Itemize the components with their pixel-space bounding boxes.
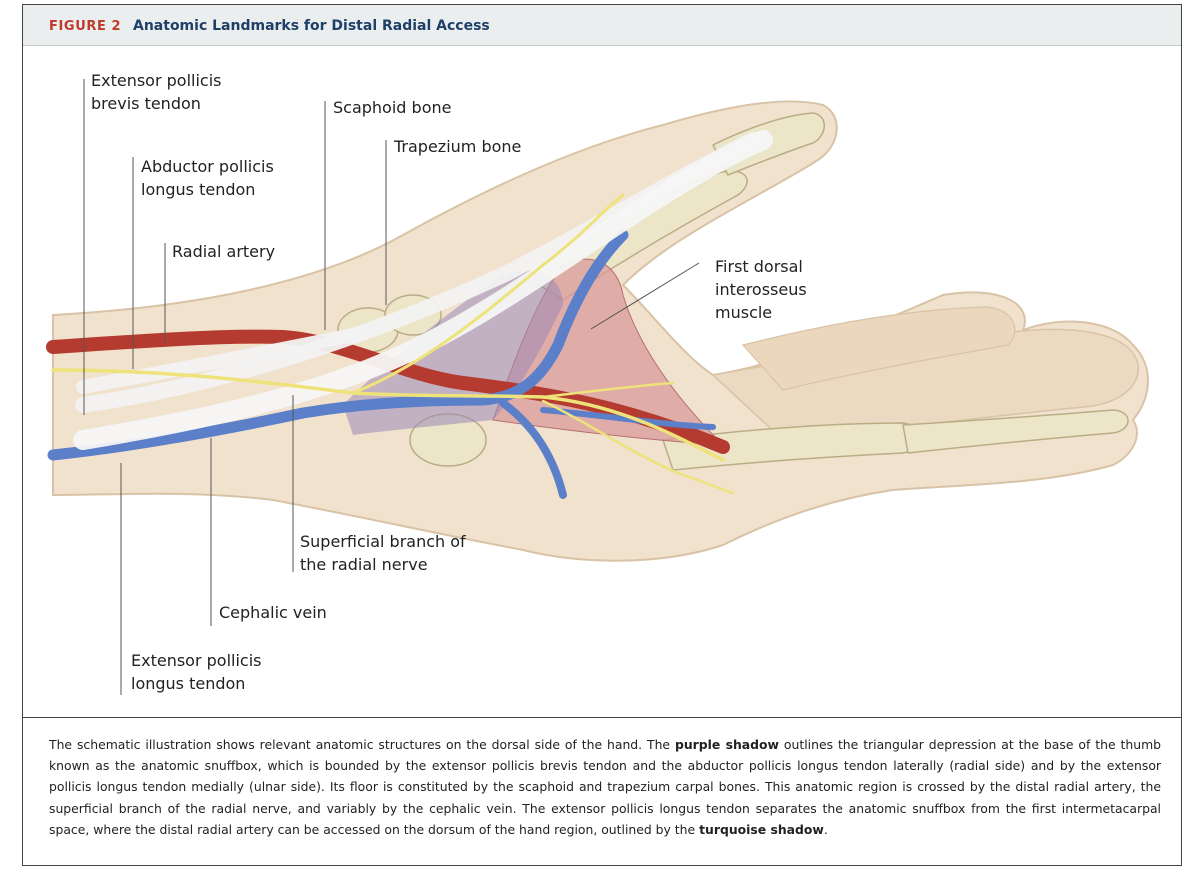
caption-part-1: The schematic illustration shows relevan…: [49, 737, 675, 752]
caption-bold-turquoise-shadow: turquoise shadow: [699, 821, 824, 837]
radial-nerve-branch-4: [541, 399, 735, 495]
cephalic-vein-vessel: [47, 229, 629, 461]
label-epl: Extensor pollicis longus tendon: [131, 649, 261, 695]
middle-finger-skin: [741, 306, 1016, 391]
label-nerve-line1: Superficial branch of: [300, 532, 466, 551]
caption-part-3: .: [823, 821, 828, 837]
label-apl: Abductor pollicis longus tendon: [141, 155, 274, 201]
index-phalanx-bone: [902, 409, 1129, 454]
label-fdi: First dorsal interosseus muscle: [715, 255, 807, 324]
abductor-pollicis-longus-tendon-shape: [76, 328, 360, 394]
caption-part-2: outlines the triangular depression at th…: [49, 737, 1161, 837]
label-fdi-line2: interosseus: [715, 280, 807, 299]
label-fdi-line3: muscle: [715, 303, 773, 322]
caption-bold-purple-shadow: purple shadow: [674, 737, 779, 752]
figure-header: FIGURE 2 Anatomic Landmarks for Distal R…: [23, 5, 1181, 46]
label-radial-artery: Radial artery: [172, 242, 276, 261]
hand-illustration: [46, 79, 1149, 695]
cephalic-vein-branch: [499, 399, 567, 499]
caption-divider: [23, 717, 1181, 718]
label-cephalic: Cephalic vein: [219, 603, 327, 622]
label-epl-line2: longus tendon: [131, 674, 246, 693]
figure-title: Anatomic Landmarks for Distal Radial Acc…: [133, 18, 490, 34]
figure-label: FIGURE 2: [49, 19, 122, 34]
label-fdi-line1: First dorsal: [715, 257, 803, 276]
label-trapezium: Trapezium bone: [394, 137, 522, 156]
label-epb: Extensor pollicis brevis tendon: [91, 69, 221, 115]
label-apl-line1: Abductor pollicis: [141, 157, 274, 176]
label-epb-line1: Extensor pollicis: [91, 71, 222, 90]
radial-nerve-branch-1: [51, 368, 725, 462]
leader-fdi: [590, 262, 700, 330]
label-nerve: Superficial branch of the radial nerve: [300, 530, 466, 576]
label-scaphoid: Scaphoid bone: [333, 98, 452, 117]
figure-caption: The schematic illustration shows relevan…: [49, 734, 1161, 840]
radial-nerve-branch-2: [351, 193, 625, 395]
figure-frame: FIGURE 2 Anatomic Landmarks for Distal R…: [22, 4, 1182, 866]
radial-nerve-branch-3: [541, 381, 675, 399]
label-epl-line1: Extensor pollicis: [131, 651, 262, 670]
anatomy-illustration: Extensor pollicis brevis tendon Abductor…: [23, 45, 1181, 717]
label-apl-line2: longus tendon: [141, 180, 256, 199]
label-nerve-line2: the radial nerve: [300, 555, 428, 574]
label-epb-line2: brevis tendon: [91, 94, 201, 113]
